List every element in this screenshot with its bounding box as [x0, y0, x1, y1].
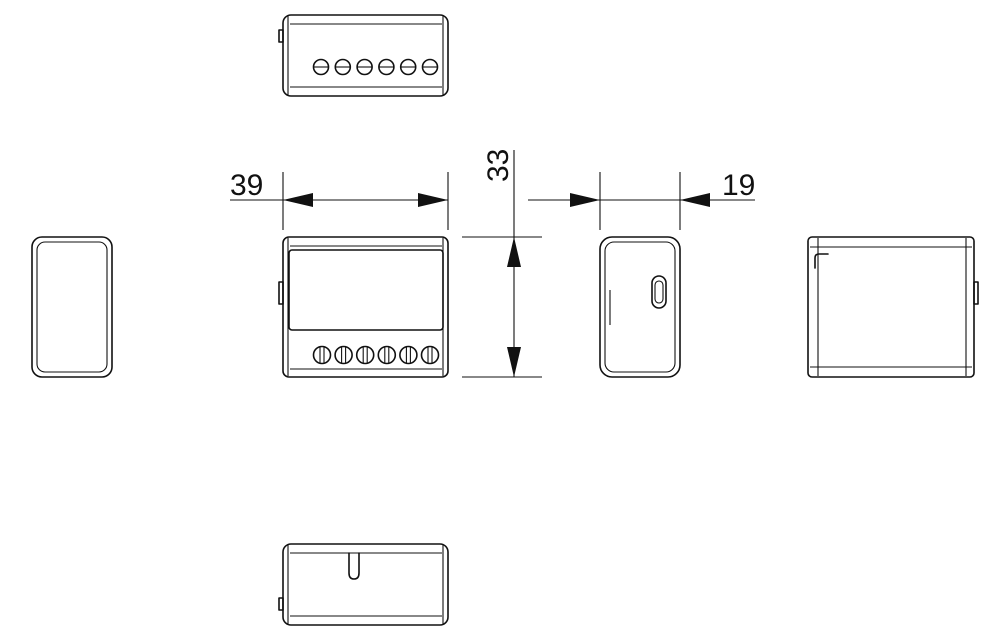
- terminal-screw: [378, 58, 395, 76]
- arrow-head-left: [283, 193, 313, 207]
- arrow-head-up: [507, 237, 521, 267]
- width-dimension-label: 39: [230, 169, 263, 202]
- depth-dimension-label: 19: [722, 169, 755, 202]
- left-side-view: [31, 236, 113, 378]
- arrow-head-right: [570, 193, 600, 207]
- terminal-screw: [399, 58, 417, 76]
- terminal-screw: [420, 345, 440, 365]
- top-view-terminals: [312, 58, 439, 76]
- arrow-head-right: [418, 193, 448, 207]
- terminal-screw: [355, 345, 375, 365]
- terminal-screw: [356, 58, 373, 76]
- arrow-head-down: [507, 347, 521, 377]
- bottom-view: [278, 543, 449, 626]
- height-dimension: 33: [462, 149, 542, 378]
- depth-dimension: 19: [528, 169, 755, 230]
- terminal-screw: [312, 58, 330, 76]
- usb-c-port: [651, 275, 667, 309]
- width-dimension: 39: [230, 169, 449, 230]
- terminal-screw: [377, 345, 397, 365]
- front-view-terminals: [312, 345, 440, 365]
- terminal-screw: [334, 345, 353, 365]
- terminal-screw: [312, 345, 332, 365]
- front-panel-window: [288, 249, 444, 331]
- front-view: [278, 236, 449, 378]
- arrow-head-left: [680, 193, 710, 207]
- terminal-screw: [399, 345, 418, 365]
- top-view: [278, 14, 449, 97]
- height-dimension-label: 33: [482, 149, 515, 182]
- right-side-view: [599, 236, 681, 378]
- terminal-screw: [334, 58, 352, 76]
- rear-view: [807, 236, 979, 378]
- terminal-screw: [421, 58, 439, 76]
